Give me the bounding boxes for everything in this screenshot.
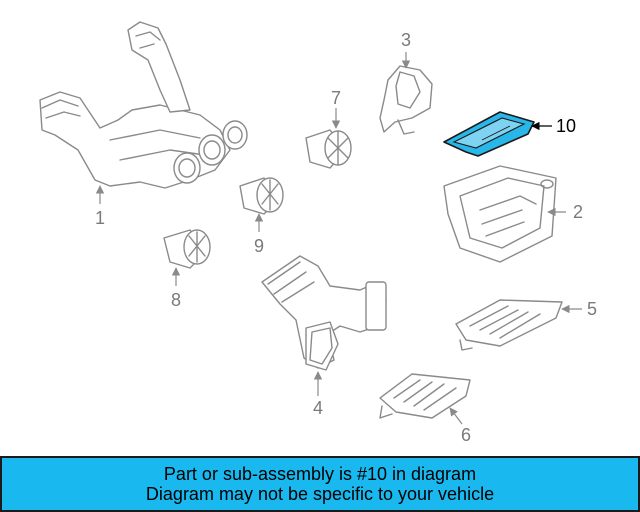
parts-diagram: 1 2 3 4 5 6 7 8 9 10	[39, 21, 597, 445]
callout-5: 5	[587, 299, 597, 319]
part-5-vent-panel[interactable]	[455, 299, 563, 351]
callout-8: 8	[171, 290, 181, 310]
callout-4: 4	[313, 398, 323, 418]
part-3-duct-elbow[interactable]	[379, 65, 433, 135]
banner-line-part: Part or sub-assembly is #10 in diagram	[163, 464, 477, 484]
callout-1: 1	[95, 208, 105, 228]
part-6-vent-panel[interactable]	[379, 373, 471, 419]
part-9-round-vent[interactable]	[239, 177, 284, 215]
info-banner: Part or sub-assembly is #10 in diagram D…	[0, 456, 640, 512]
callout-10: 10	[556, 116, 576, 136]
part-1-air-duct[interactable]	[39, 21, 248, 189]
part-8-round-vent[interactable]	[163, 229, 211, 269]
part-2-air-box[interactable]	[443, 165, 557, 263]
callout-3: 3	[401, 30, 411, 50]
part-4-curved-duct[interactable]	[261, 255, 387, 371]
callout-2: 2	[573, 202, 583, 222]
leader-6	[449, 407, 463, 425]
part-7-round-vent[interactable]	[305, 129, 352, 169]
banner-line-disclaimer: Diagram may not be specific to your vehi…	[145, 484, 495, 504]
part-10-seal-highlighted[interactable]	[443, 111, 535, 157]
callout-9: 9	[254, 236, 264, 256]
callout-6: 6	[461, 425, 471, 445]
callout-7: 7	[331, 88, 341, 108]
